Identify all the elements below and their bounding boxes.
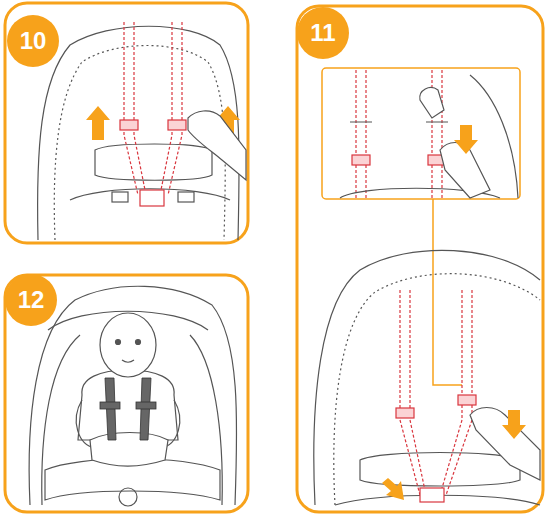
step-number: 11	[310, 21, 335, 45]
hand	[420, 88, 444, 118]
direction-arrow	[382, 410, 526, 500]
strap-adjuster	[352, 155, 446, 165]
hand	[188, 111, 246, 180]
hand	[470, 408, 540, 481]
callout-number: 11	[297, 7, 349, 59]
leader-line	[433, 199, 462, 385]
harness-strap	[400, 290, 472, 495]
seat-shell	[29, 286, 237, 506]
step-panel	[297, 6, 543, 512]
direction-arrow	[454, 125, 478, 154]
seat-shell	[314, 250, 540, 505]
detail-inset	[322, 68, 520, 199]
step-panel	[5, 275, 248, 512]
baby	[76, 313, 179, 466]
callout-number: 12	[5, 274, 57, 326]
seat-shell	[340, 75, 518, 198]
strap-adjuster	[120, 120, 186, 206]
step-panel	[5, 3, 248, 243]
strap-adjuster	[396, 395, 476, 502]
callout-number: 10	[7, 15, 59, 67]
step-number: 12	[18, 288, 45, 312]
step-number: 10	[20, 29, 47, 53]
harness-strap	[100, 378, 156, 440]
harness-strap	[124, 22, 182, 195]
